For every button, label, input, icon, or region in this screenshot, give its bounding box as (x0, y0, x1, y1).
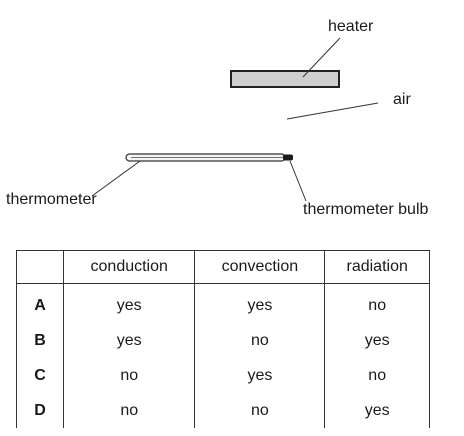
cell-convection: yes (194, 358, 326, 393)
cell-conduction: yes (62, 283, 196, 323)
air-label: air (393, 91, 411, 108)
cell-conduction: no (62, 393, 196, 428)
apparatus-diagram (91, 37, 379, 202)
thermometer-bulb (283, 154, 293, 161)
thermometer-drawing (125, 153, 293, 162)
header-conduction: conduction (62, 250, 196, 284)
thermometer-leader-line (91, 160, 141, 197)
header-blank-cell (16, 250, 64, 284)
table-row: C no yes no (16, 358, 430, 393)
cell-radiation: no (324, 283, 430, 323)
cell-radiation: yes (324, 323, 430, 358)
thermometer-bulb-label: thermometer bulb (303, 201, 429, 218)
cell-conduction: yes (62, 323, 196, 358)
option-letter: B (16, 323, 64, 358)
heater-label: heater (328, 18, 374, 35)
option-letter: D (16, 393, 64, 428)
table-row: B yes no yes (16, 323, 430, 358)
heater-leader-line (302, 37, 341, 78)
option-letter: C (16, 358, 64, 393)
cell-conduction: no (62, 358, 196, 393)
heater-block (230, 70, 340, 88)
cell-convection: no (194, 393, 326, 428)
table-row: D no no yes (16, 393, 430, 428)
option-letter: A (16, 283, 64, 323)
thermometer-label: thermometer (6, 191, 97, 208)
air-leader-line (286, 102, 379, 120)
cell-radiation: no (324, 358, 430, 393)
table-header-row: conduction convection radiation (16, 250, 430, 284)
cell-radiation: yes (324, 393, 430, 428)
cell-convection: yes (194, 283, 326, 323)
cell-convection: no (194, 323, 326, 358)
header-radiation: radiation (324, 250, 430, 284)
header-convection: convection (194, 250, 326, 284)
thermometer-bulb-leader-line (289, 160, 307, 202)
options-table: conduction convection radiation A yes ye… (16, 250, 430, 428)
table-row: A yes yes no (16, 283, 430, 323)
